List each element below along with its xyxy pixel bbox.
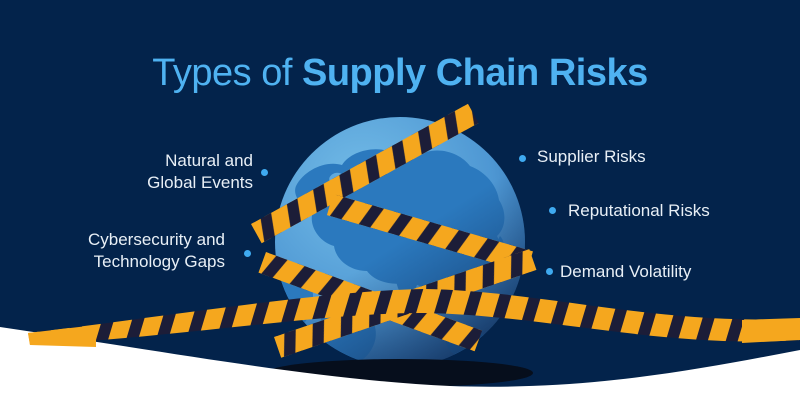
title-regular: Types of [152,52,292,94]
caution-tape-icon [28,103,800,358]
page-title: Types of Supply Chain Risks [0,52,800,96]
bullet-dot-icon [519,155,526,162]
bullet-dot-icon [261,169,268,176]
title-bold: Supply Chain Risks [301,52,648,94]
risk-label-demand-volatility: Demand Volatility [560,262,692,281]
risk-label-supplier-risks: Supplier Risks [537,147,646,166]
bullet-dot-icon [549,207,556,214]
risk-label-reputational-risks: Reputational Risks [568,201,710,220]
risk-label-cybersecurity-technology-gaps: Cybersecurity and Technology Gaps [87,230,225,271]
risk-label-natural-global-events: Natural and Global Events [147,151,253,192]
bullet-dot-icon [546,268,553,275]
bottom-wave [0,327,800,400]
bullet-dot-icon [244,250,251,257]
